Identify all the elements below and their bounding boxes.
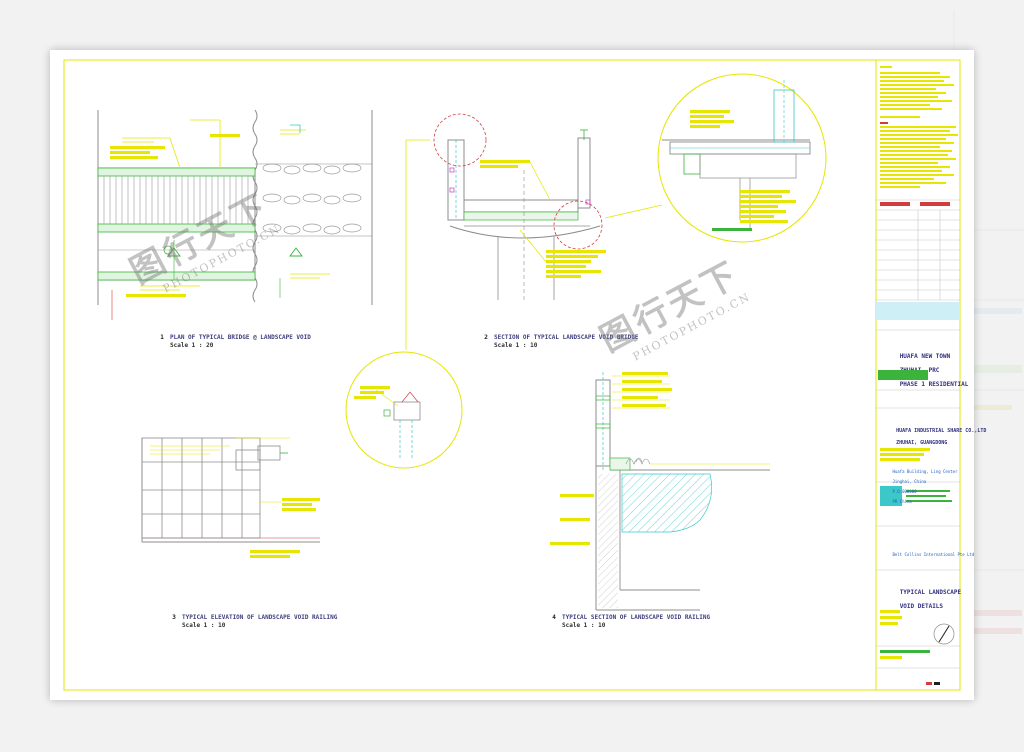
caption-scale: Scale 1 : 10 [562,622,606,629]
project-line-3: PHASE 1 RESIDENTIAL [899,381,969,388]
caption-title: SECTION OF TYPICAL LANDSCAPE VOID BRIDGE [494,334,639,341]
consultant-name: Belt Collins International Pte Ltd [878,546,974,564]
drawing-title: TYPICAL LANDSCAPE VOID DETAILS [878,582,961,617]
caption-scale: Scale 1 : 20 [170,342,214,349]
title-block: HUAFA NEW TOWN ZHUHAI, PRC PHASE 1 RESID… [876,60,986,690]
client-address: Huafa Building, Ling Center Jinghai, Chi… [878,464,957,509]
detail-4-railing-section [550,372,770,611]
caption-title: TYPICAL ELEVATION OF LANDSCAPE VOID RAIL… [182,614,338,621]
detail-2-bridge-section [433,113,606,300]
caption-number: 4 [552,614,556,621]
project-green-logo [878,370,928,380]
address-line-4: PR China [892,499,912,504]
client-line-1: HUAFA INDUSTRIAL SHARE CO.,LTD [896,428,987,434]
enlarged-detail-circle-right [604,73,827,243]
general-notes [880,66,958,188]
drawing-sheet: 1 PLAN OF TYPICAL BRIDGE @ LANDSCAPE VOID… [50,50,986,700]
enlarged-detail-circle-middle [345,351,463,469]
caption-detail-4: 4 TYPICAL SECTION OF LANDSCAPE VOID RAILI… [550,614,710,630]
cad-drawing [63,59,961,691]
caption-scale: Scale 1 : 10 [182,622,226,629]
caption-number: 1 [160,334,164,341]
caption-title: TYPICAL SECTION OF LANDSCAPE VOID RAILIN… [562,614,711,621]
caption-number: 2 [484,334,488,341]
caption-detail-3: 3 TYPICAL ELEVATION OF LANDSCAPE VOID RAI… [170,614,337,630]
drawing-title-line-2: VOID DETAILS [899,603,944,610]
caption-detail-2: 2 SECTION OF TYPICAL LANDSCAPE VOID BRIDG… [482,334,639,350]
address-line-1: Huafa Building, Ling Center [892,469,958,474]
address-line-3: P.O.000000 [892,489,917,494]
title-block-frame [876,199,960,669]
caption-number: 3 [172,614,176,621]
drawing-title-line-1: TYPICAL LANDSCAPE [899,589,962,596]
client-line-2: ZHUHAI, GUANGDONG [896,440,948,446]
detail-3-railing-elevation [141,437,320,558]
caption-detail-1: 1 PLAN OF TYPICAL BRIDGE @ LANDSCAPE VOID… [158,334,311,350]
detail-1-bridge-plan [97,109,373,320]
consultant-text: Belt Collins International Pte Ltd [892,552,975,557]
caption-title: PLAN OF TYPICAL BRIDGE @ LANDSCAPE VOID [170,334,311,341]
project-line-1: HUAFA NEW TOWN [899,353,951,360]
client-name: HUAFA INDUSTRIAL SHARE CO.,LTD ZHUHAI, G… [878,422,986,452]
caption-scale: Scale 1 : 10 [494,342,538,349]
address-line-2: Jinghai, China [892,479,927,484]
